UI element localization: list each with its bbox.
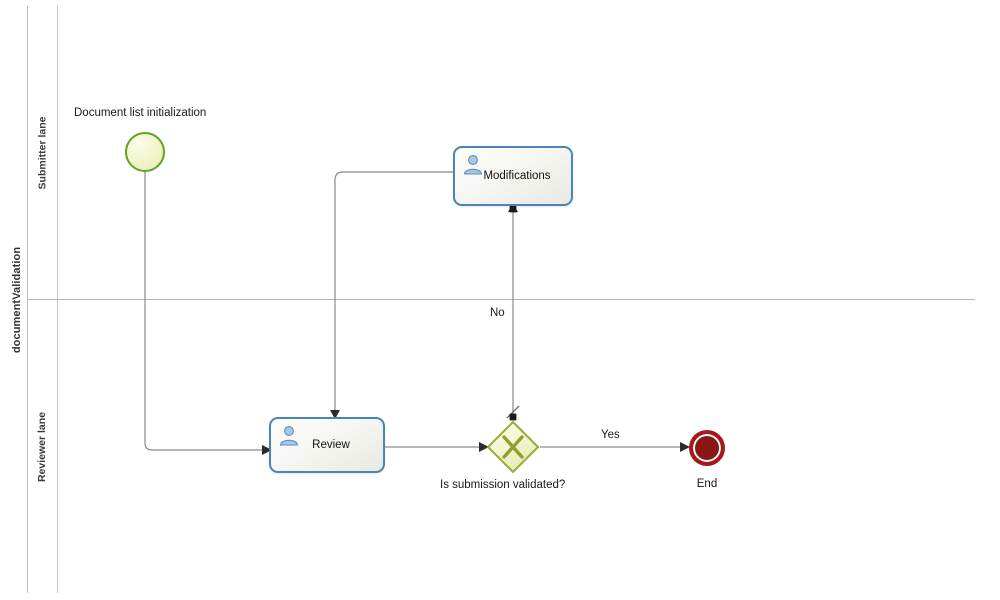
- task-modifications-label: Modifications: [483, 170, 551, 182]
- start-event[interactable]: [125, 132, 165, 172]
- lane-label-reviewer: Reviewer lane: [36, 411, 49, 482]
- task-modifications[interactable]: Modifications: [453, 146, 573, 206]
- exclusive-gateway-x: [486, 420, 540, 474]
- end-event[interactable]: [689, 430, 725, 466]
- flow-label-no: No: [490, 307, 505, 319]
- user-task-icon: [278, 424, 300, 446]
- task-review[interactable]: Review: [269, 417, 385, 473]
- start-event-label: Document list initialization: [74, 107, 207, 119]
- task-review-label: Review: [312, 439, 350, 451]
- lane-header-submitter: Submitter lane: [28, 6, 58, 299]
- pool-label: documentValidation: [6, 6, 28, 593]
- lane-label-submitter: Submitter lane: [36, 116, 49, 189]
- end-event-label: End: [696, 478, 718, 490]
- pool-label-text: documentValidation: [11, 246, 23, 353]
- lane-header-reviewer: Reviewer lane: [28, 300, 58, 593]
- pool-header-band: [6, 6, 28, 593]
- user-task-icon: [462, 153, 484, 175]
- flow-label-yes: Yes: [601, 429, 620, 441]
- exclusive-gateway[interactable]: [486, 420, 540, 474]
- gateway-label: Is submission validated?: [440, 479, 566, 491]
